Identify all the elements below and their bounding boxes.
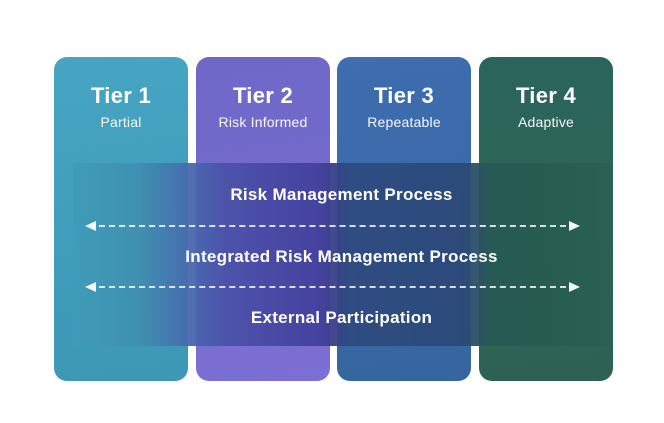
arrow-right-head-icon bbox=[569, 282, 580, 293]
arrow-left-head-icon bbox=[85, 282, 96, 293]
arrow-right-head-icon bbox=[569, 220, 580, 231]
arrow-dashed-line bbox=[99, 286, 566, 289]
double-headed-dashed-arrow-icon bbox=[85, 219, 580, 233]
tier-1-title: Tier 1 bbox=[90, 83, 152, 108]
tier-3-subtitle: Repeatable bbox=[367, 114, 441, 130]
process-overlay-band: Risk Management Process Integrated Risk … bbox=[73, 163, 610, 346]
tier-4-subtitle: Adaptive bbox=[517, 114, 575, 130]
tier-2-title: Tier 2 bbox=[232, 83, 294, 108]
tier-3-title: Tier 3 bbox=[373, 83, 435, 108]
overlay-gradient bbox=[73, 163, 610, 346]
external-participation-label: External Participation bbox=[250, 308, 433, 327]
risk-management-process-label: Risk Management Process bbox=[230, 185, 453, 204]
tier-4-title: Tier 4 bbox=[515, 83, 577, 108]
tier-1-subtitle: Partial bbox=[100, 114, 142, 130]
tier-2-subtitle: Risk Informed bbox=[218, 114, 308, 130]
arrow-left-head-icon bbox=[85, 220, 96, 231]
arrow-dashed-line bbox=[99, 224, 566, 227]
integrated-risk-management-process-label: Integrated Risk Management Process bbox=[185, 246, 498, 266]
double-headed-dashed-arrow-icon bbox=[85, 280, 580, 294]
